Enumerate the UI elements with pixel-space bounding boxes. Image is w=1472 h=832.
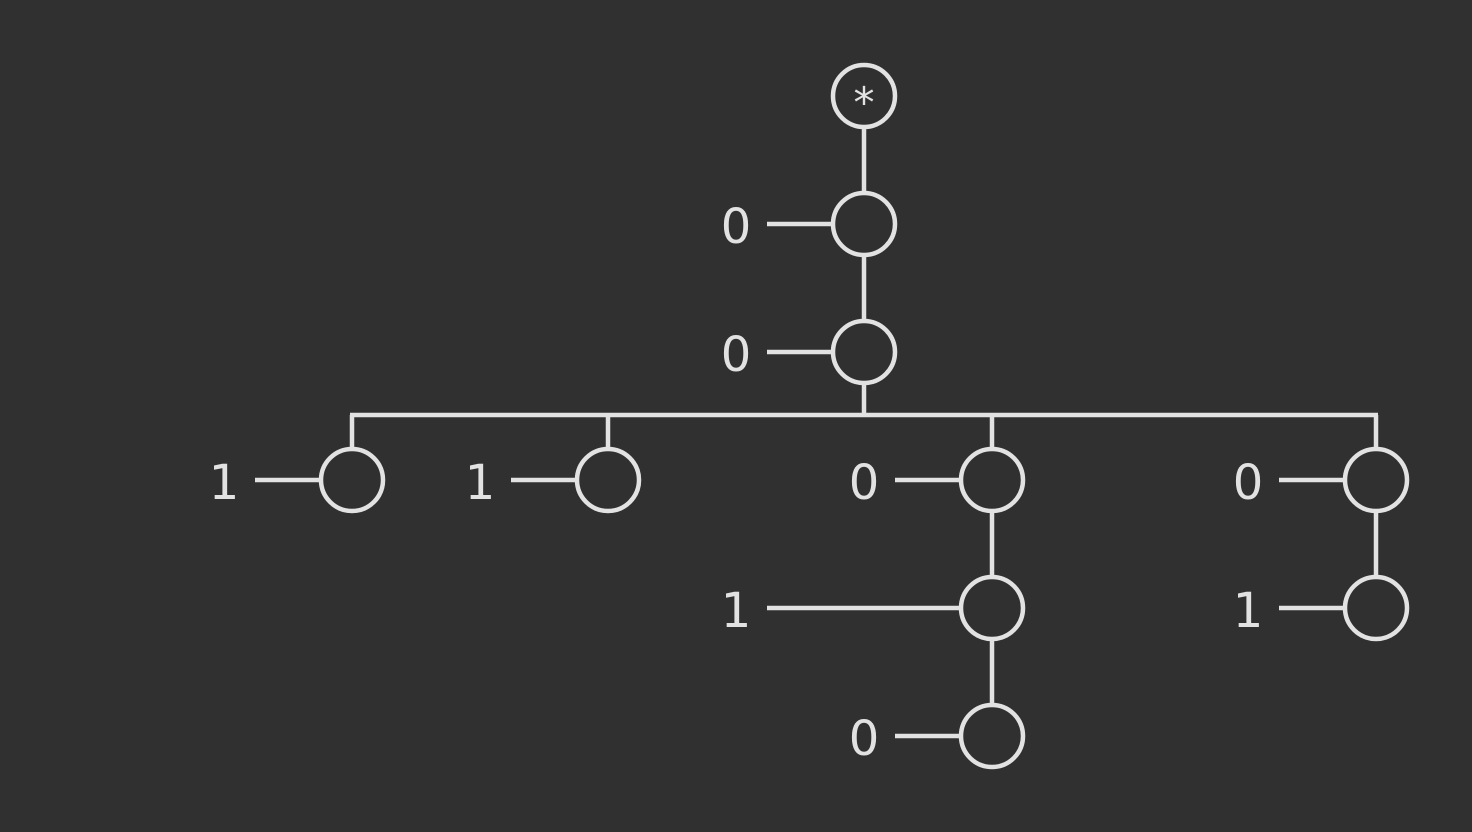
node-label-n7: 0 xyxy=(849,711,880,767)
node-label-n8: 0 xyxy=(1233,455,1264,511)
tree-node-n5 xyxy=(958,446,1026,514)
tree-node-n3 xyxy=(318,446,386,514)
tree-node-n6 xyxy=(958,574,1026,642)
node-label-n9: 1 xyxy=(1233,583,1264,639)
tree-node-n2 xyxy=(830,318,898,386)
node-label-n1: 0 xyxy=(721,199,752,255)
tree-node-n1 xyxy=(830,190,898,258)
node-label-n6: 1 xyxy=(721,583,752,639)
tree-node-n8 xyxy=(1342,446,1410,514)
root-node-symbol: * xyxy=(854,78,875,127)
node-labels: 0 0 1 1 0 1 0 0 1 xyxy=(209,199,1264,767)
tree-edges xyxy=(349,128,1379,704)
node-label-n5: 0 xyxy=(849,455,880,511)
tree-nodes: * xyxy=(318,62,1410,770)
node-label-n2: 0 xyxy=(721,327,752,383)
tree-node-n4 xyxy=(574,446,642,514)
root-node-circle xyxy=(830,62,898,130)
root-node: * xyxy=(830,62,898,130)
tree-node-n9 xyxy=(1342,574,1410,642)
label-leaders xyxy=(255,221,1344,739)
node-label-n3: 1 xyxy=(209,455,240,511)
tree-node-n7 xyxy=(958,702,1026,770)
node-label-n4: 1 xyxy=(465,455,496,511)
